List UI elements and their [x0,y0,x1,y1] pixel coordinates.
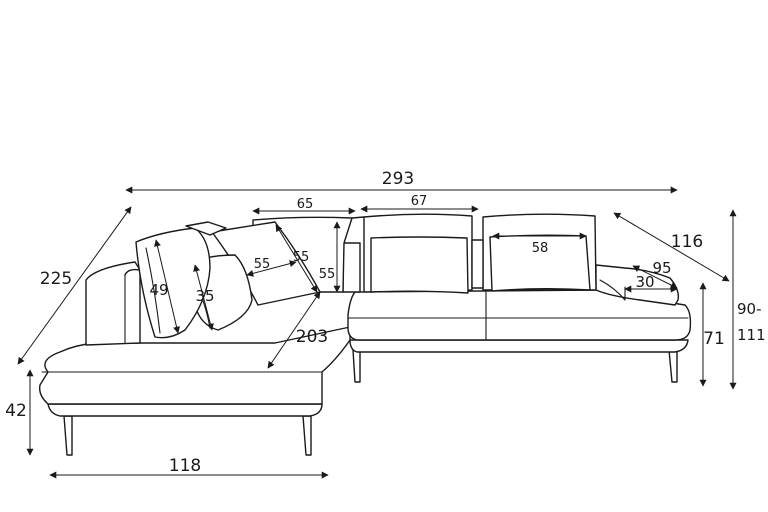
label-right-diagonal: 116 [671,232,703,252]
label-seat-height: 42 [5,401,27,421]
pillow-49 [135,227,211,339]
label-back-height-a: 90- [737,300,762,318]
label-square-pillow-h: 55 [293,250,310,265]
label-cushion-width: 58 [532,241,549,256]
label-back-width-1: 65 [297,197,314,212]
label-diagonal-left: 225 [40,269,72,289]
label-pillow-49: 49 [149,281,168,299]
dimension-lines [17,186,737,479]
sofa-drawing [38,213,692,456]
left-chaise-arm [85,261,141,346]
label-back-height-b: 111 [737,326,766,344]
label-arm-height: 71 [703,329,725,349]
label-left-module-width: 118 [169,456,201,476]
label-armrest-depth: 95 [652,259,671,277]
right-module-base [349,339,689,353]
dimension-labels: 293 225 42 118 203 49 35 55 55 55 65 67 … [5,169,765,476]
label-square-pillow-h2: 55 [319,267,336,282]
label-armrest-width: 30 [635,273,654,291]
label-back-width-2: 67 [411,194,428,209]
label-square-pillow-w: 55 [254,257,271,272]
label-left-seat-depth: 203 [296,327,328,347]
left-chaise-base [47,403,323,417]
label-total-width: 293 [382,169,414,189]
label-pillow-35: 35 [195,287,214,305]
front-cushion-left [370,236,469,294]
